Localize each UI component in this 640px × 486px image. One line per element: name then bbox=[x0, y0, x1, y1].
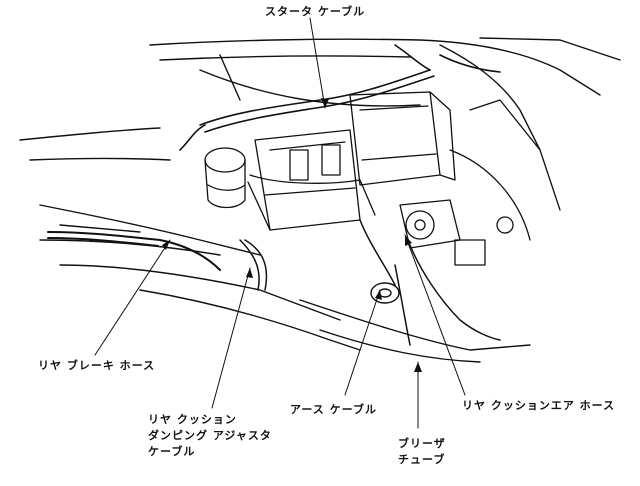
label-rear-cushion-damping-3: ケーブル bbox=[148, 445, 196, 458]
filter-canister bbox=[204, 147, 246, 209]
starter-cable-harness bbox=[179, 44, 501, 151]
label-rear-cushion-damping-1: リヤ クッション bbox=[148, 413, 237, 426]
label-breather-tube-2: チューブ bbox=[398, 453, 446, 466]
breather-tube-line bbox=[394, 264, 411, 346]
leader-earth-cable bbox=[344, 289, 381, 396]
label-breather-tube-1: ブリーザ bbox=[398, 437, 446, 450]
leader-rear-cushion-damping bbox=[211, 267, 251, 409]
damping-adjuster-cable bbox=[239, 239, 268, 291]
label-rear-cushion-damping-2: ダンピング アジャスタ bbox=[148, 429, 272, 442]
label-rear-brake-hose: リヤ ブレーキ ホース bbox=[38, 359, 156, 372]
earth-cable-line bbox=[359, 219, 396, 286]
lower-member bbox=[299, 282, 531, 363]
air-hose-line bbox=[409, 244, 501, 341]
leader-starter-cable bbox=[309, 17, 326, 109]
label-starter-cable: スタータ ケーブル bbox=[265, 5, 366, 18]
rear-linkage bbox=[399, 99, 561, 266]
upper-frame-outline bbox=[149, 37, 621, 151]
frame-spars bbox=[19, 127, 361, 351]
leader-lines bbox=[94, 17, 466, 429]
rear-brake-hose-line bbox=[47, 231, 221, 271]
control-unit bbox=[349, 91, 456, 186]
leader-air-hose bbox=[404, 234, 466, 396]
label-earth-cable: アース ケーブル bbox=[290, 403, 377, 416]
arrowheads bbox=[162, 98, 422, 372]
label-rear-cushion-air-hose: リヤ クッションエア ホース bbox=[462, 399, 616, 412]
leader-rear-brake-hose bbox=[94, 239, 171, 356]
